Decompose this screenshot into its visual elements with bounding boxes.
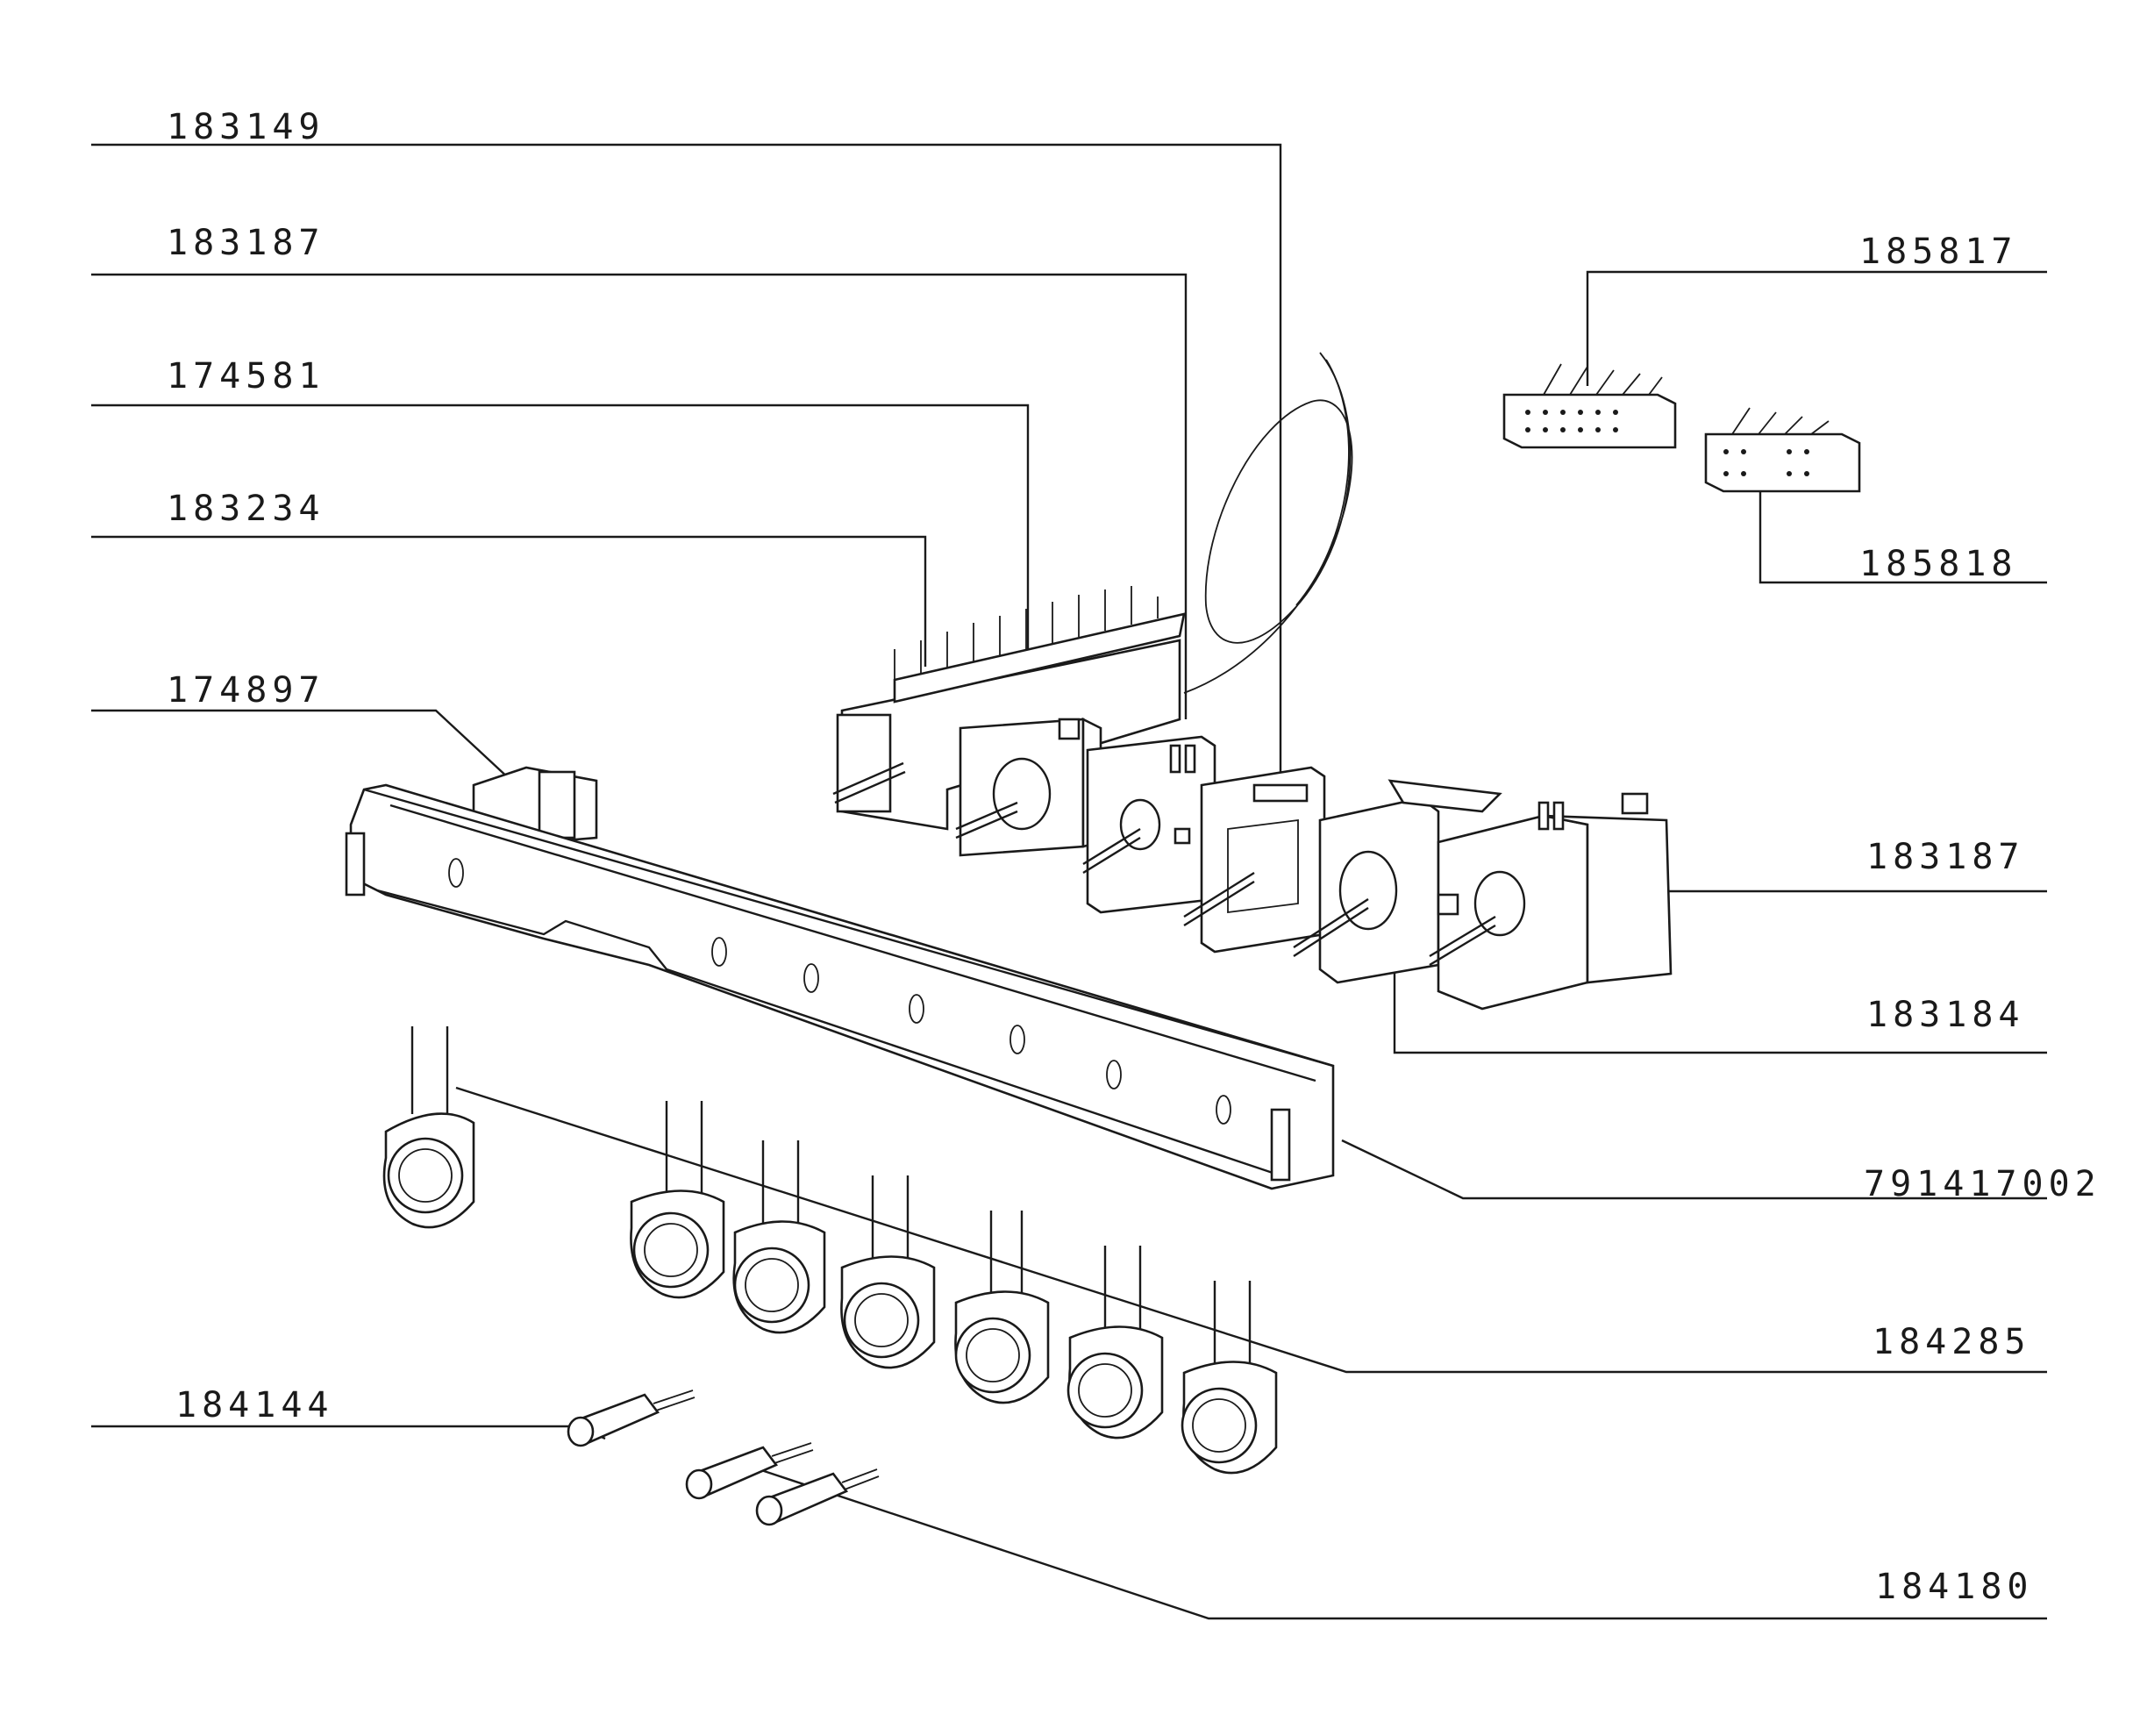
label-185817: 185817 [1859,232,2018,272]
part-labels: 183149 183187 174581 183234 174897 18581… [167,107,2101,1607]
label-183187-right: 183187 [1866,837,2025,877]
label-184144: 184144 [175,1385,334,1425]
bulb-184144 [567,1390,696,1447]
label-185818: 185818 [1859,544,2018,584]
lamp-2 [630,1101,725,1299]
wire-loop [1183,352,1353,694]
label-174897: 174897 [167,670,325,711]
label-183234: 183234 [167,489,325,529]
label-183149: 183149 [167,107,325,147]
lamp-4 [840,1175,936,1369]
indicator-lamps-184285 [382,1026,1278,1475]
connector-185818 [1704,407,1861,493]
lamp-1 [382,1026,475,1229]
label-184285: 184285 [1873,1322,2031,1362]
bulbs-184180 [685,1442,880,1526]
label-174581: 174581 [167,356,325,396]
label-183184: 183184 [1866,995,2025,1035]
lamp-3 [732,1140,826,1334]
label-183187-top: 183187 [167,223,325,263]
lamp-6 [1066,1246,1164,1440]
leader-lines [91,143,2047,1620]
label-184180: 184180 [1875,1567,2034,1607]
label-791417002: 791417002 [1864,1164,2101,1204]
switch-block [832,586,1673,1011]
lamp-5 [954,1211,1050,1404]
connector-185817 [1502,363,1677,449]
panel-rail-791417002 [345,783,1335,1190]
lamp-7 [1181,1281,1278,1475]
